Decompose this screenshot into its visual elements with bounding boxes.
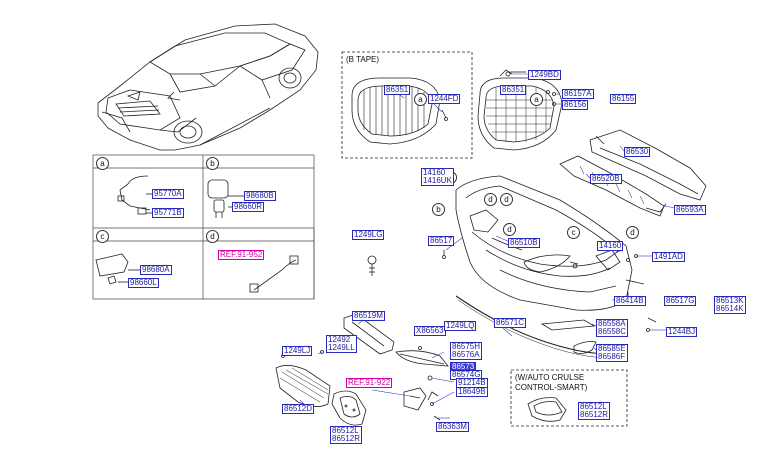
table-header-1249LG: 1249LG [352, 230, 385, 240]
label-86517G: 86517G [664, 296, 697, 306]
label-86585E-86586F: 86585E 86586F [596, 344, 628, 362]
label-98660L: 98660L [128, 278, 159, 288]
label-1244BJ: 1244BJ [666, 327, 698, 337]
label-1244FD: 1244FD [428, 94, 461, 104]
label-95770A: 95770A [152, 189, 184, 199]
label-1249LQ: 1249LQ [444, 321, 477, 331]
callout-d-table: d [206, 230, 219, 243]
callout-a-table: a [96, 157, 109, 170]
label-86512D: 86512D [282, 404, 315, 414]
label-86571C: 86571C [494, 318, 527, 328]
label-86363M: 86363M [436, 422, 469, 432]
label-86155: 86155 [610, 94, 637, 104]
label-1491AD: 1491AD [652, 252, 685, 262]
callout-b-table: b [206, 157, 219, 170]
label-86157A: 86157A [562, 89, 594, 99]
callout-d-1: d [484, 193, 497, 206]
callout-c-table: c [96, 230, 109, 243]
label-86520B: 86520B [590, 174, 622, 184]
callout-d-4: d [626, 226, 639, 239]
callout-d-2: d [500, 193, 513, 206]
label-86517: 86517 [428, 236, 455, 246]
ref-91-922[interactable]: REF.91-922 [346, 378, 393, 388]
label-14160: 14160 [597, 241, 624, 251]
label-1249BD: 1249BD [528, 70, 561, 80]
label-86512L-86512R-fog: 86512L 86512R [330, 426, 363, 444]
inset-title: (B TAPE) [346, 55, 380, 64]
label-98660R: 98660R [232, 202, 265, 212]
callout-d-3: d [503, 223, 516, 236]
label-86530: 86530 [624, 147, 651, 157]
callout-a-grille: a [530, 93, 543, 106]
label-14160-1416UK: 14160 1416UK [421, 168, 454, 186]
label-86593A: 86593A [674, 205, 706, 215]
label-98680A: 98680A [140, 265, 172, 275]
label-86558A-86558C: 86558A 86558C [596, 319, 629, 337]
label-86519M: 86519M [352, 311, 385, 321]
label-86351: 86351 [500, 85, 527, 95]
variant-note: (W/AUTO CRULSE CONTROL-SMART) [515, 373, 588, 392]
label-86414B: 86414B [614, 296, 646, 306]
callout-c-bumper: c [567, 226, 580, 239]
label-86351-inset: 86351 [384, 85, 411, 95]
label-95771B: 95771B [152, 208, 184, 218]
label-86512L-86512R-variant: 86512L 86512R [578, 402, 611, 420]
label-18649B: 18649B [456, 387, 488, 397]
label-86510B: 86510B [508, 238, 540, 248]
car-illustration [97, 23, 319, 151]
ref-91-952[interactable]: REF.91-952 [218, 250, 265, 260]
label-86156: 86156 [562, 100, 589, 110]
label-86513K-86514K: 86513K 86514K [714, 296, 746, 314]
label-X86563: X86563 [414, 326, 446, 336]
label-98680B: 98680B [244, 191, 276, 201]
leader-lines [283, 73, 690, 419]
callout-a-inset: a [414, 93, 427, 106]
label-1249LJ: 1249LJ [282, 346, 313, 356]
options-table [92, 154, 315, 300]
label-86575H-86576A: 86575H 86576A [450, 342, 483, 360]
label-12492-1249LL: 12492 1249LL [326, 335, 357, 353]
callout-b-bumper: b [432, 203, 445, 216]
